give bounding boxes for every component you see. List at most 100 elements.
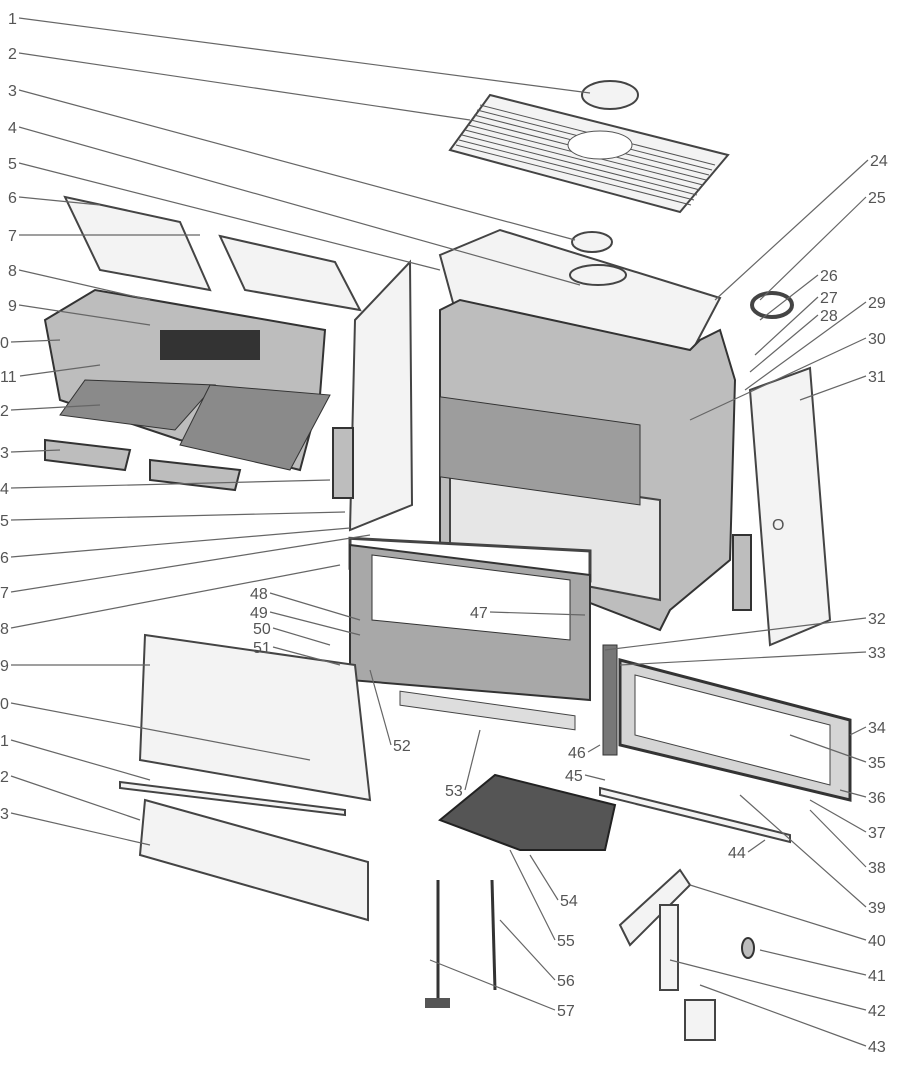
part-disc: [571, 231, 613, 253]
callout-label: 42: [868, 1003, 886, 1020]
leader-line: [849, 726, 867, 736]
callout-label: 29: [868, 295, 886, 312]
callout-label: 7: [8, 228, 17, 245]
callout-label: 4: [8, 120, 17, 137]
leader-line: [10, 812, 151, 846]
part-bracket-plate: [659, 904, 679, 991]
parts: O: [43, 80, 852, 1041]
callout-label: 9: [0, 658, 9, 675]
callout-label: 32: [868, 611, 886, 628]
part-top-cap: [581, 80, 639, 110]
grille-slot: [458, 139, 695, 201]
callout-label: 3: [8, 83, 17, 100]
leader-line: [699, 984, 867, 1047]
callout-label: 0: [0, 335, 9, 352]
leader-line: [10, 339, 61, 343]
part-rail: [119, 780, 346, 817]
callout-label: 8: [0, 621, 9, 638]
callout-label: 33: [868, 645, 886, 662]
callout-label: 2: [0, 403, 9, 420]
leader-line: [714, 159, 869, 301]
callout-label: 52: [393, 738, 411, 755]
callout-labels: 1234567890112345678901232425262728293031…: [0, 11, 888, 1056]
callout-label: 39: [868, 900, 886, 917]
leader-line: [18, 89, 576, 241]
leader-line: [489, 611, 586, 616]
part-log-2: [149, 458, 242, 492]
part-hook: [490, 879, 497, 991]
leader-line: [269, 592, 361, 621]
leader-line: [10, 775, 141, 821]
part-burner-slot: [160, 330, 260, 360]
callout-label: 3: [0, 806, 9, 823]
leader-line: [369, 669, 392, 746]
leader-line: [689, 884, 867, 941]
part-side-panel-right: [748, 366, 832, 647]
leader-line: [604, 617, 867, 651]
leader-line: [619, 651, 867, 666]
part-log-1: [44, 438, 132, 472]
callout-label: 51: [253, 640, 271, 657]
leader-line: [19, 364, 101, 377]
leader-line: [10, 527, 351, 558]
part-grate-left: [59, 379, 217, 431]
leader-line: [754, 296, 819, 356]
callout-label: 46: [568, 745, 586, 762]
leader-line: [272, 627, 331, 646]
leader-line: [272, 646, 341, 666]
part-flue-collar: [569, 264, 627, 286]
callout-label: 57: [557, 1003, 575, 1020]
leader-line: [18, 196, 101, 206]
callout-label: 35: [868, 755, 886, 772]
callout-label: 11: [0, 369, 17, 386]
part-ash-tray: [438, 773, 617, 851]
callout-label: 6: [8, 190, 17, 207]
part-top-plate: [438, 228, 722, 357]
leader-line: [18, 126, 581, 286]
callout-label: 30: [868, 331, 886, 348]
part-grille-hole: [567, 130, 633, 160]
callout-label: 50: [253, 621, 271, 638]
callout-label: 49: [250, 605, 268, 622]
callout-label: 43: [868, 1039, 886, 1056]
part-control-valve-right: [732, 534, 752, 611]
part-marking: O: [772, 517, 784, 534]
part-poker-foot: [425, 998, 450, 1008]
leader-line: [10, 511, 346, 521]
callout-label: 36: [868, 790, 886, 807]
part-side-panel-left: [348, 259, 414, 532]
callout-label: 34: [868, 720, 886, 737]
leader-line: [669, 959, 867, 1011]
leader-line: [587, 744, 601, 753]
callout-label: 3: [0, 445, 9, 462]
leader-line: [499, 919, 556, 981]
callout-label: 31: [868, 369, 886, 386]
callout-label: 5: [8, 156, 17, 173]
leader-line: [529, 854, 559, 901]
leader-lines: [10, 17, 869, 1047]
grille-slot: [461, 134, 698, 196]
leader-line: [10, 739, 151, 781]
leader-line: [747, 839, 766, 853]
leader-line: [10, 534, 371, 593]
callout-label: 24: [870, 153, 888, 170]
leader-line: [749, 314, 819, 373]
callout-label: 7: [0, 585, 9, 602]
part-bracket: [618, 868, 692, 947]
callout-label: 27: [820, 290, 838, 307]
callout-label: 26: [820, 268, 838, 285]
callout-label: 28: [820, 308, 838, 325]
leader-line: [759, 196, 867, 301]
leader-line: [689, 337, 867, 421]
leader-line: [799, 375, 867, 401]
grille-slot: [455, 144, 692, 206]
leader-line: [10, 404, 101, 411]
callout-label: 41: [868, 968, 886, 985]
callout-label: 53: [445, 783, 463, 800]
leader-line: [739, 794, 867, 908]
part-grate-right: [179, 384, 331, 471]
callout-label: 56: [557, 973, 575, 990]
part-lever: [684, 999, 716, 1041]
leader-line: [584, 774, 606, 781]
